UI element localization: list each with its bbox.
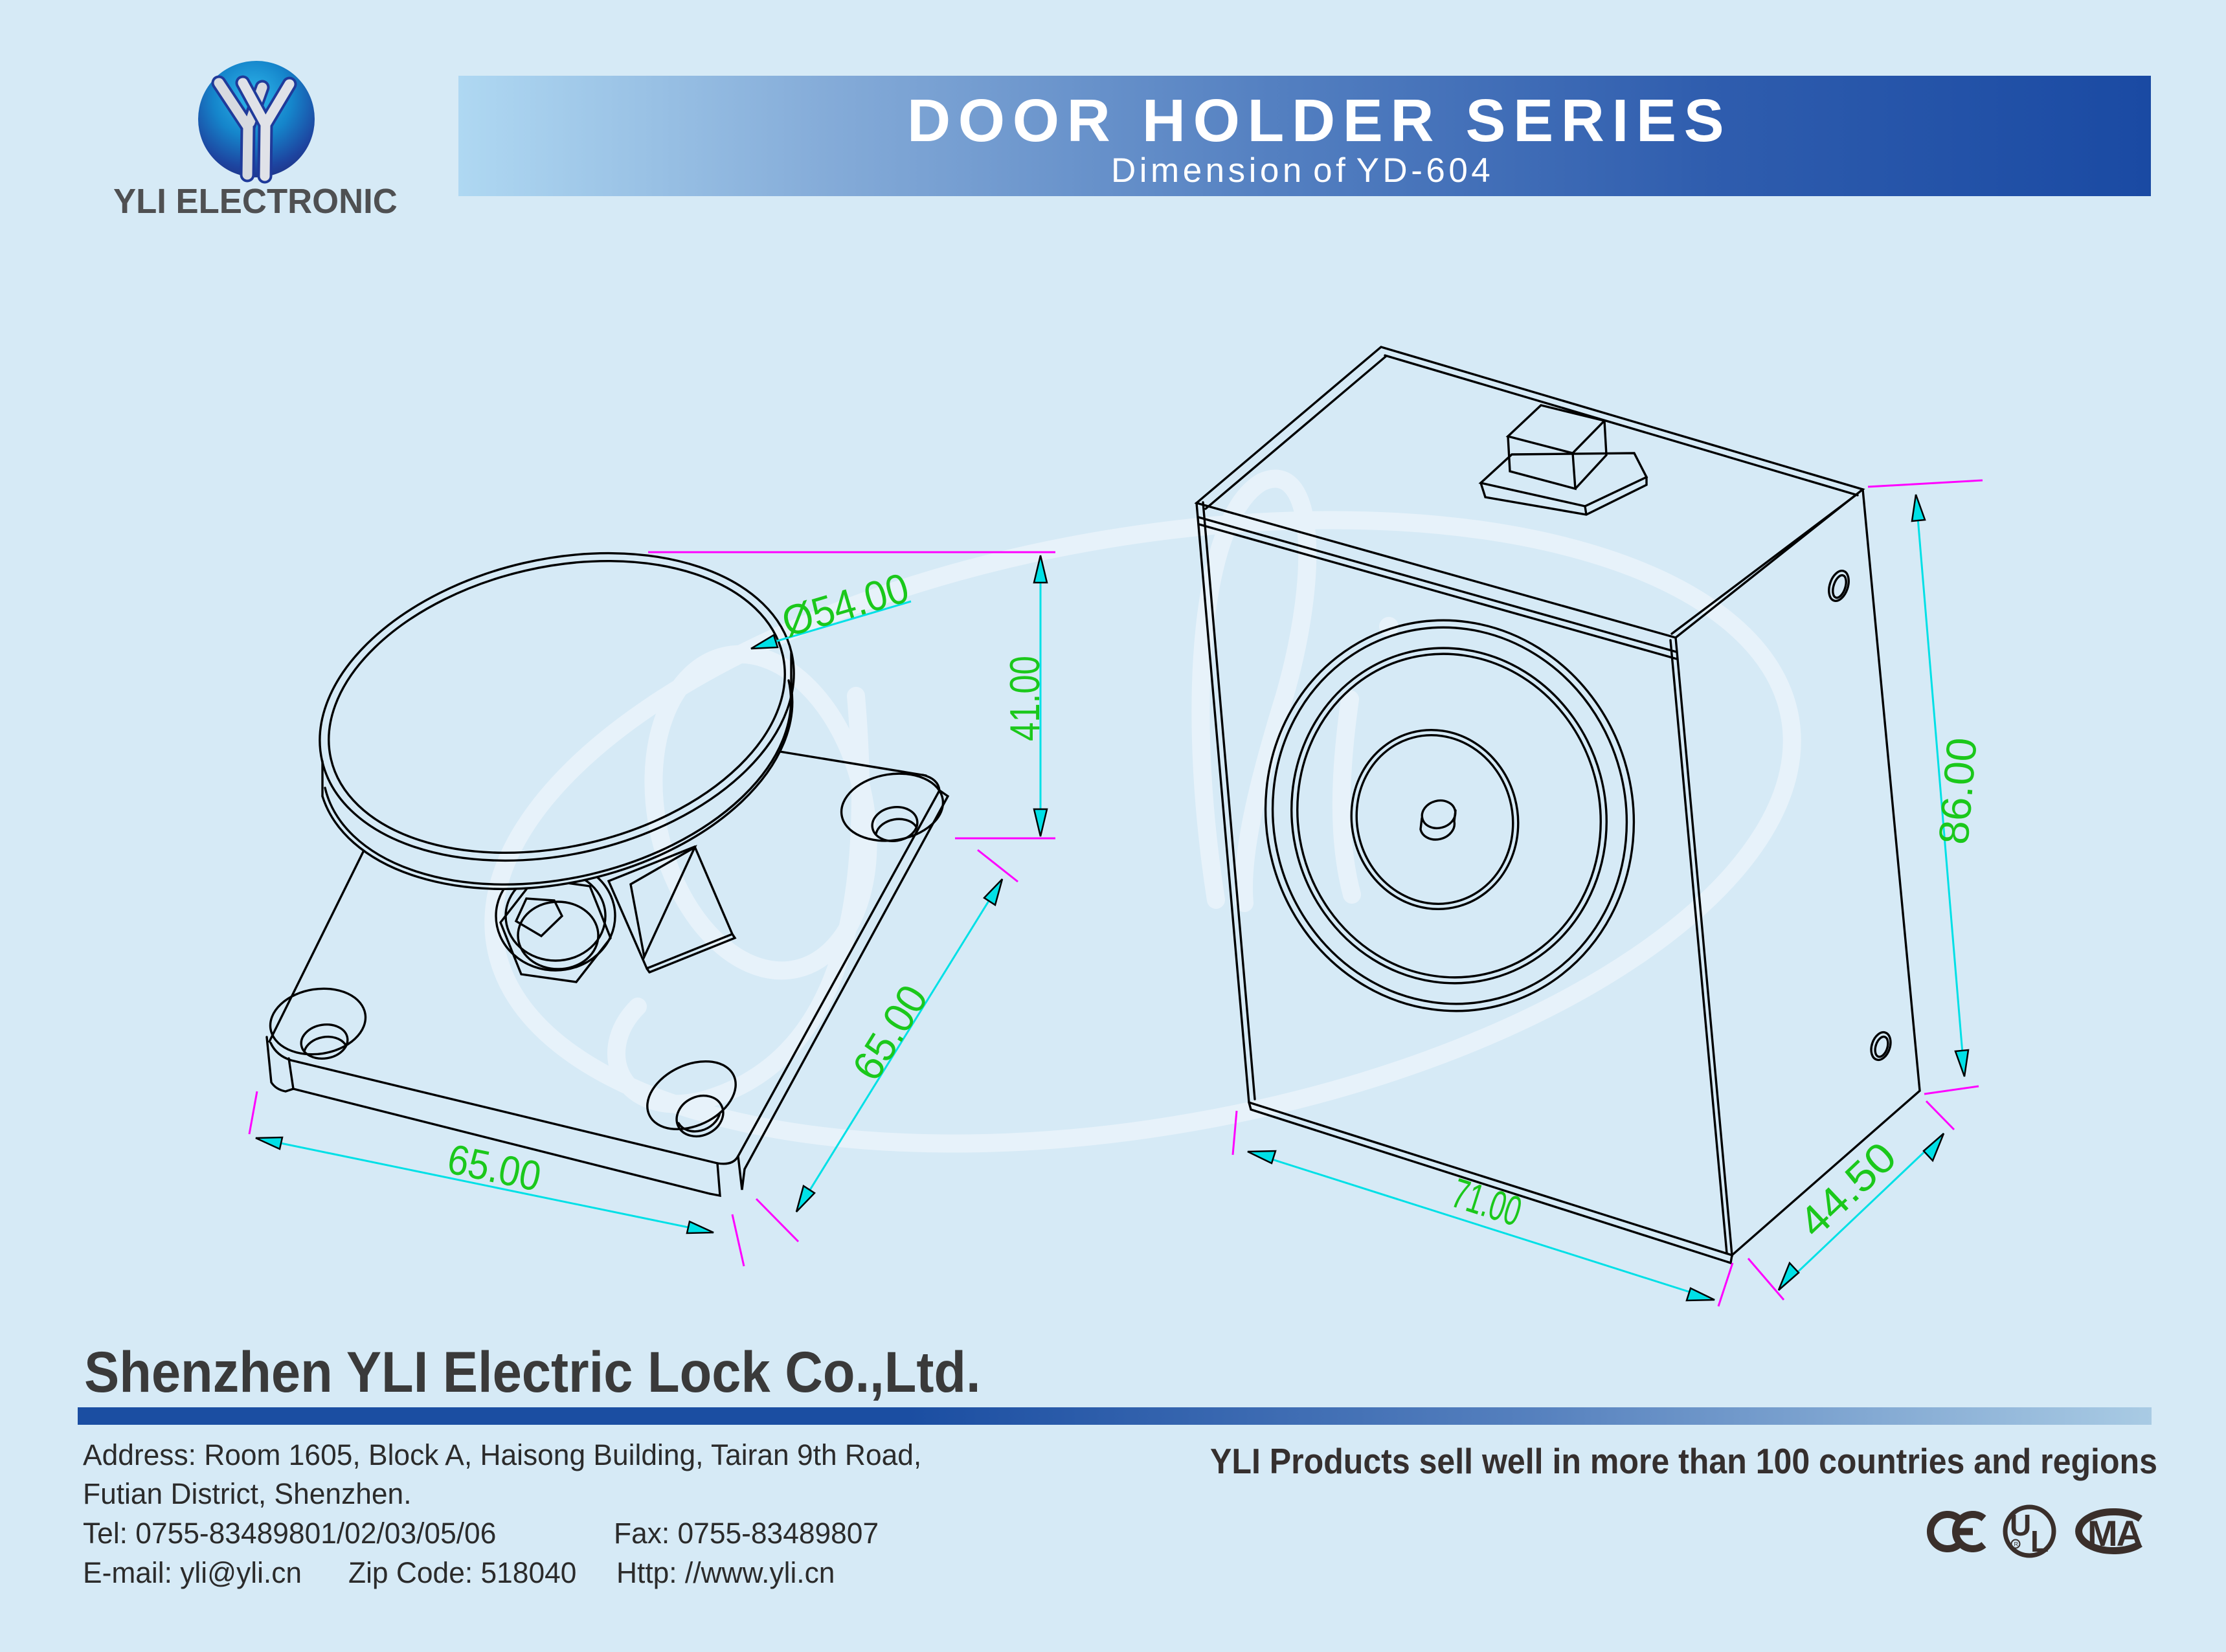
svg-text:Ø54.00: Ø54.00	[776, 564, 914, 646]
svg-text:65.00: 65.00	[843, 977, 937, 1089]
svg-text:MA: MA	[2087, 1513, 2142, 1554]
svg-text:R: R	[2014, 1541, 2019, 1548]
svg-text:65.00: 65.00	[444, 1135, 545, 1200]
svg-text:L: L	[2030, 1524, 2049, 1558]
svg-text:86.00: 86.00	[1929, 736, 1986, 847]
svg-text:41.00: 41.00	[1001, 656, 1048, 741]
svg-text:U: U	[2010, 1508, 2031, 1542]
svg-text:71.00: 71.00	[1446, 1169, 1527, 1235]
